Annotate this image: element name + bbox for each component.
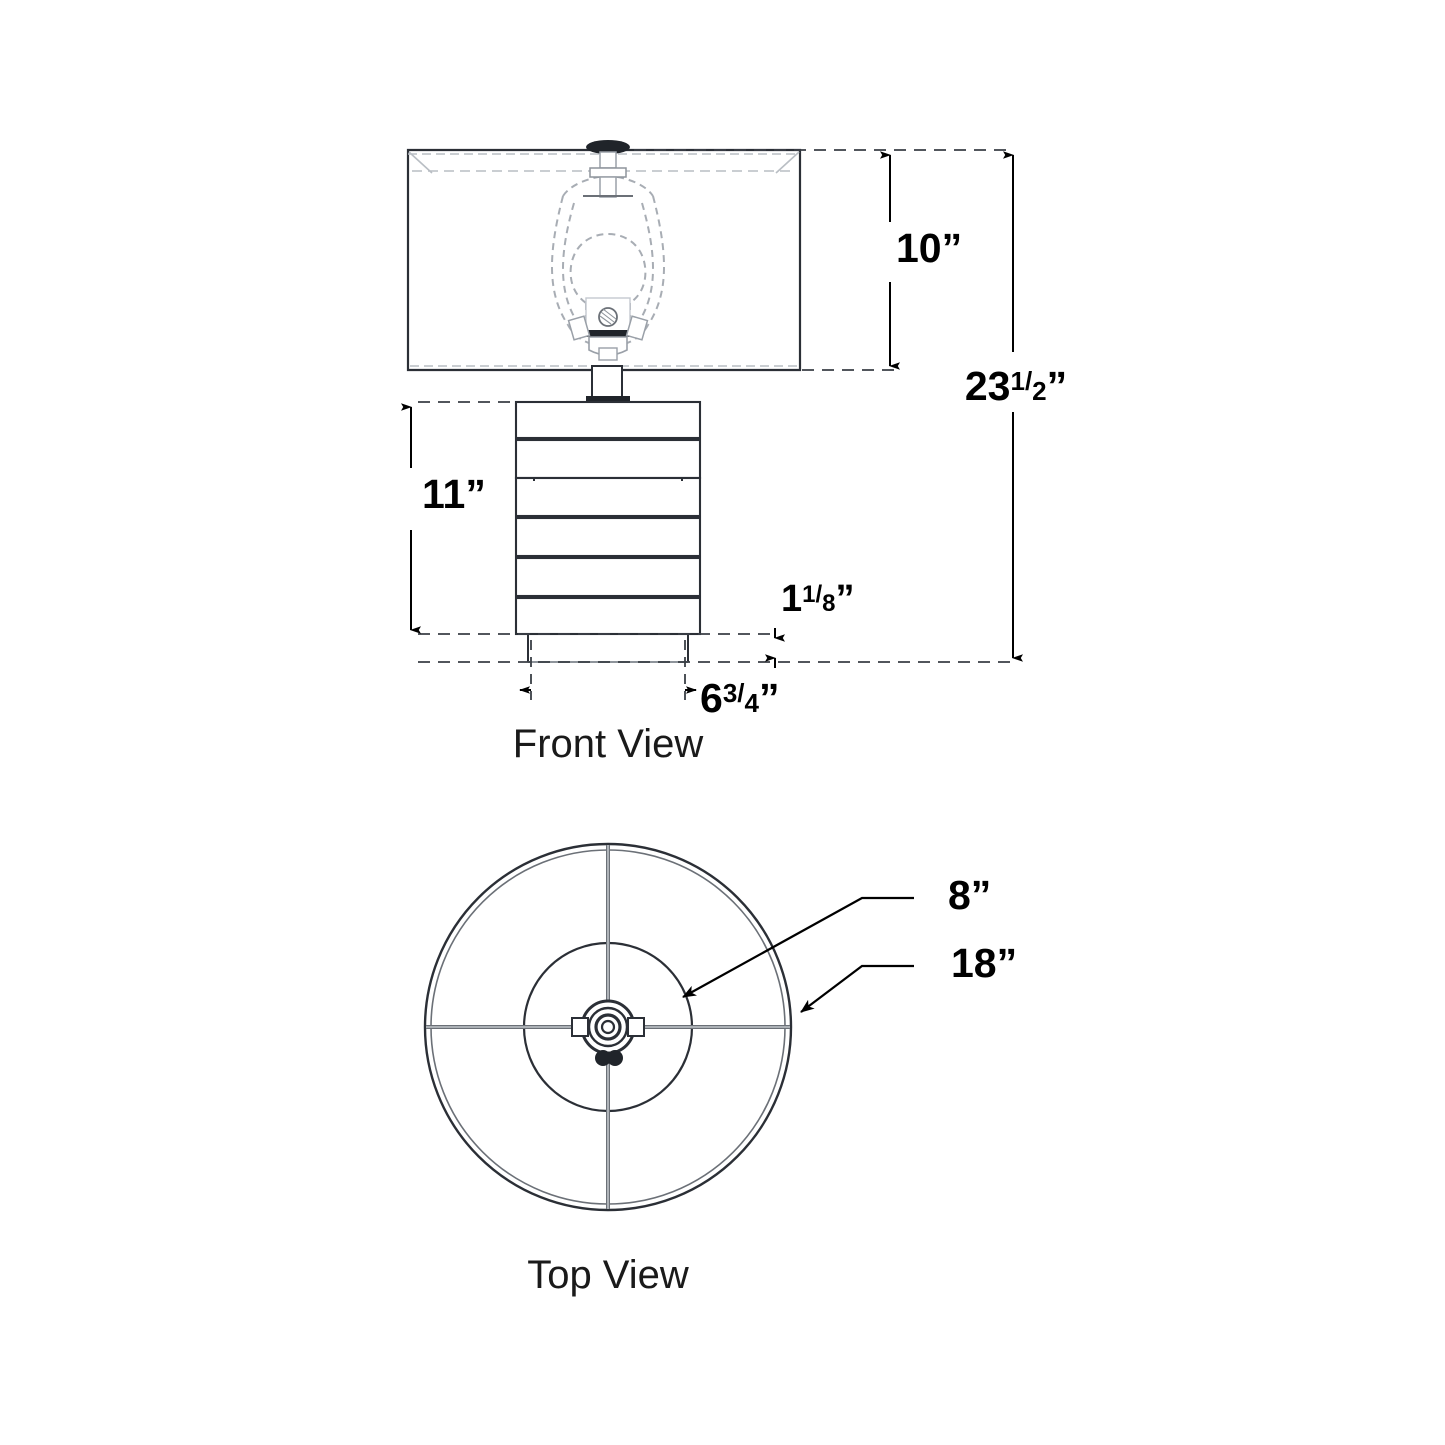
base-width-extension-lines [530, 640, 686, 700]
base-disc-6 [514, 596, 702, 636]
harp-clip-left [567, 315, 591, 341]
finial-neck [599, 151, 617, 169]
hub-switch-knob [595, 1050, 611, 1066]
hub-clip-left [571, 1017, 589, 1037]
harp-left-arm [551, 195, 569, 326]
base-disc-connectors [533, 438, 683, 599]
base-disc-5 [514, 556, 702, 598]
hub-center-bore [600, 1019, 616, 1035]
top-view-leader-lines: 8” 18” [682, 872, 1017, 1013]
socket-assembly [567, 297, 649, 361]
socket-base-block [598, 347, 618, 361]
harp-clip-right [625, 315, 649, 341]
overall-height-label: 231/2” [965, 363, 1067, 409]
shade-height-label: 10” [896, 225, 962, 271]
finial-cap [586, 140, 630, 154]
neck-collar [586, 396, 630, 403]
base-width-label: 63/4” [700, 675, 779, 721]
harp-left-inner [562, 202, 577, 321]
shade-corner-right-tick [775, 151, 800, 174]
finial-stud [599, 176, 617, 198]
foot-height-label: 11/8” [781, 578, 855, 620]
base-disc-3 [514, 476, 702, 518]
lamp-base-discs [514, 400, 702, 636]
hub-switch-knob-secondary [607, 1050, 623, 1066]
lamp-shade-outline [406, 148, 802, 372]
base-width-dimension: 63/4” [519, 640, 779, 721]
extension-lines-horizontal [418, 149, 1010, 663]
front-view-label: Front View [513, 722, 704, 766]
top-view-hub [571, 999, 645, 1066]
top-view-label: Top View [527, 1253, 689, 1297]
overall-height-dimension: 231/2” [965, 151, 1067, 662]
top-view-group [423, 842, 793, 1212]
base-disc-1 [514, 400, 702, 440]
harp-right-inner [639, 202, 654, 321]
inner-diameter-label: 8” [948, 872, 991, 918]
lamp-neck [586, 365, 630, 403]
foot-height-dimension: 11/8” [765, 578, 855, 668]
base-height-dimension: 11” [401, 403, 486, 634]
base-height-label: 11” [422, 471, 486, 517]
hub-clip-right [627, 1017, 645, 1037]
shade-rectangle [406, 148, 802, 372]
light-bulb-glass [569, 232, 647, 304]
base-disc-4 [514, 516, 702, 558]
front-view-dimension-lines: 10” 231/2” 11” 11/8” [401, 149, 1067, 721]
front-view-group [406, 140, 802, 663]
harp-right-arm [647, 195, 665, 326]
socket-collar [581, 330, 635, 337]
finial-assembly [583, 140, 633, 198]
shade-corner-left-tick [408, 151, 433, 174]
outer-diameter-label: 18” [951, 940, 1017, 986]
inner-diameter-leader [682, 896, 914, 998]
outer-diameter-leader [800, 964, 914, 1013]
lamp-foot-plate [527, 634, 689, 663]
base-disc-2 [514, 438, 702, 480]
shade-height-dimension: 10” [880, 151, 962, 370]
finial-washer [589, 167, 627, 178]
socket-knob-hatch [599, 308, 617, 325]
